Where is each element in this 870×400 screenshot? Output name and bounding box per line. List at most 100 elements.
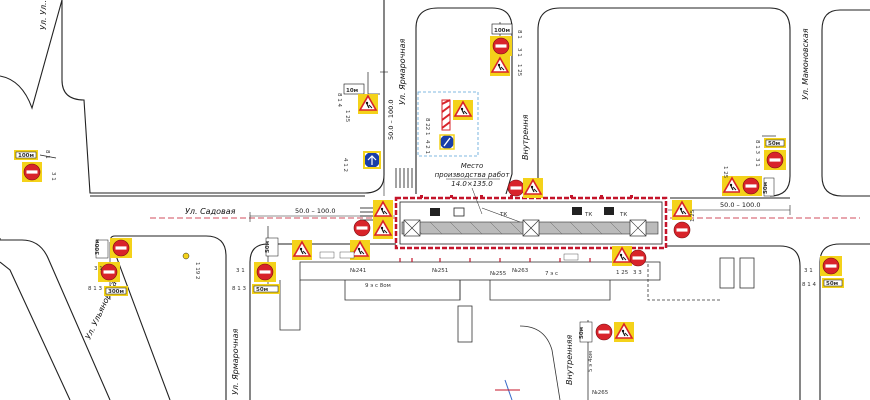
street-label-yarmarochnaya-bottom: Ул. Ярмарочная xyxy=(231,329,240,395)
courtyard xyxy=(279,257,755,400)
roadwork-sign xyxy=(372,218,394,240)
block-bottom-right xyxy=(660,245,801,400)
vehicle xyxy=(430,208,440,216)
building-label: №265 xyxy=(592,390,609,396)
no-entry-sign xyxy=(23,163,41,181)
no-entry-sign xyxy=(822,257,840,275)
dim-right: 50.0 – 100.0 xyxy=(720,201,760,209)
building-label: 9 э с 8ом xyxy=(365,283,391,289)
svg-text:1 25: 1 25 xyxy=(344,110,350,123)
svg-text:8 1: 8 1 xyxy=(44,150,50,159)
svg-text:производства работ: производства работ xyxy=(435,171,511,179)
distance-plate: 300м xyxy=(108,289,124,295)
block-top-middle xyxy=(415,7,513,195)
dim-left: 50.0 – 100.0 xyxy=(295,207,335,215)
no-entry-sign xyxy=(492,37,510,55)
svg-text:8 22 1: 8 22 1 xyxy=(424,118,430,136)
roadwork-sign xyxy=(372,199,394,221)
svg-text:3 1: 3 1 xyxy=(236,268,245,274)
svg-text:4 1 2: 4 1 2 xyxy=(342,158,348,172)
tk-label: ТК xyxy=(499,212,507,218)
distance-plate: 50м xyxy=(763,181,769,194)
vehicle xyxy=(572,207,582,215)
sign-group-yarmarochnaya-top: 10м 8 1 4 1 25 4 1 2 xyxy=(336,83,381,172)
marker-dot xyxy=(182,252,190,260)
block-bottom-left xyxy=(115,235,227,400)
svg-text:3 1: 3 1 xyxy=(754,158,760,167)
block-top-right xyxy=(537,7,791,197)
no-entry-sign xyxy=(353,219,371,237)
street-label-mamonovskaya: Ул. Мамоновская xyxy=(801,28,810,100)
svg-text:3 1: 3 1 xyxy=(94,266,103,272)
no-entry-sign xyxy=(100,263,118,281)
block-far-right-top xyxy=(821,9,870,197)
tk-label: ТК xyxy=(584,212,592,218)
building-label: №251 xyxy=(432,268,448,274)
svg-text:1 25: 1 25 xyxy=(722,166,728,179)
no-entry-sign xyxy=(112,239,130,257)
roadwork-sign xyxy=(721,175,743,197)
sign-group-top-left: 100м 8 1 3 1 xyxy=(14,150,56,182)
distance-plate: 300м xyxy=(95,239,101,255)
sign-group-yarmarochnaya-bottom: 50м 50м 3 1 8 1 3 xyxy=(232,237,313,294)
sign-group-mamonovskaya: 50м 8 1 3 3 1 50м 1 25 xyxy=(721,138,786,197)
vehicle xyxy=(453,207,465,217)
no-entry-sign xyxy=(595,323,613,341)
dim-top-vertical: 50.0 – 100.0 xyxy=(387,100,395,140)
roadwork-sign xyxy=(357,93,379,115)
tk-label: ТК xyxy=(619,212,627,218)
distance-plate: 50м xyxy=(579,326,585,339)
sign-group-site-bottom: 1 25 3 3 xyxy=(611,245,647,276)
building-label: 7 э с xyxy=(545,271,558,277)
building-label: №241 xyxy=(350,268,366,274)
sign-group-site-top xyxy=(507,177,544,199)
building-label: №255 xyxy=(490,271,507,277)
roadwork-sign xyxy=(489,55,511,77)
svg-text:Место: Место xyxy=(461,162,484,170)
svg-text:3 3: 3 3 xyxy=(633,270,642,276)
no-entry-sign xyxy=(766,151,784,169)
roadwork-sign xyxy=(613,321,635,343)
work-site: ТК ТК ТК xyxy=(394,195,668,250)
street-label-vnutrennyaya-top: Внутрення xyxy=(521,114,530,160)
inset-sign-box: 8 22 1 4 2 1 xyxy=(417,91,479,157)
no-entry-sign xyxy=(673,221,691,239)
svg-text:8 1 4: 8 1 4 xyxy=(802,282,816,288)
no-entry-sign xyxy=(507,179,525,197)
building-strip xyxy=(299,261,661,281)
street-label-ulyanovskaya: Ул. Ульяновская xyxy=(84,275,121,341)
sign-group-sadovaya-bottom: 300м 300м 3 1 8 1 3 1 19 2 xyxy=(88,238,200,296)
block-bottom-left-edge xyxy=(0,239,111,400)
roadwork-sign xyxy=(522,177,544,199)
building-label: №263 xyxy=(512,268,529,274)
svg-text:1 19 2: 1 19 2 xyxy=(194,262,200,280)
sign-group-vnutrennyaya-bottom: 50м xyxy=(579,321,635,343)
svg-text:8 1 3: 8 1 3 xyxy=(232,286,246,292)
svg-text:3 1: 3 1 xyxy=(516,48,522,57)
building-label: 5 э 4ом xyxy=(588,351,594,372)
red-ticks-bottom xyxy=(399,258,591,262)
street-label-top-left: Ул. Ул... xyxy=(39,0,48,30)
roadwork-sign xyxy=(452,99,474,121)
distance-plate: 50м xyxy=(768,141,781,147)
sign-poles xyxy=(39,22,776,300)
distance-plate: 10м xyxy=(346,88,359,94)
no-entry-sign xyxy=(629,249,647,267)
svg-text:3 1: 3 1 xyxy=(804,268,813,274)
svg-text:8 1 4: 8 1 4 xyxy=(336,93,342,107)
block-top-left xyxy=(61,0,385,194)
distance-plate: 50м xyxy=(265,240,271,253)
no-entry-sign xyxy=(256,263,274,281)
pedestrian-markers xyxy=(319,251,579,261)
wedge-left xyxy=(0,0,63,110)
roadwork-sign xyxy=(671,199,693,221)
sign-group-far-right: 50м 3 1 8 1 4 xyxy=(802,256,844,288)
work-site-label: Место производства работ 14.0×135.0 xyxy=(435,162,511,215)
svg-text:8 1 3: 8 1 3 xyxy=(88,286,102,292)
street-label-vnutrennyaya-bottom: Внутренняя xyxy=(565,335,574,385)
distance-plate: 50м xyxy=(256,287,269,293)
no-entry-sign xyxy=(742,177,760,195)
roadwork-sign xyxy=(291,239,313,261)
